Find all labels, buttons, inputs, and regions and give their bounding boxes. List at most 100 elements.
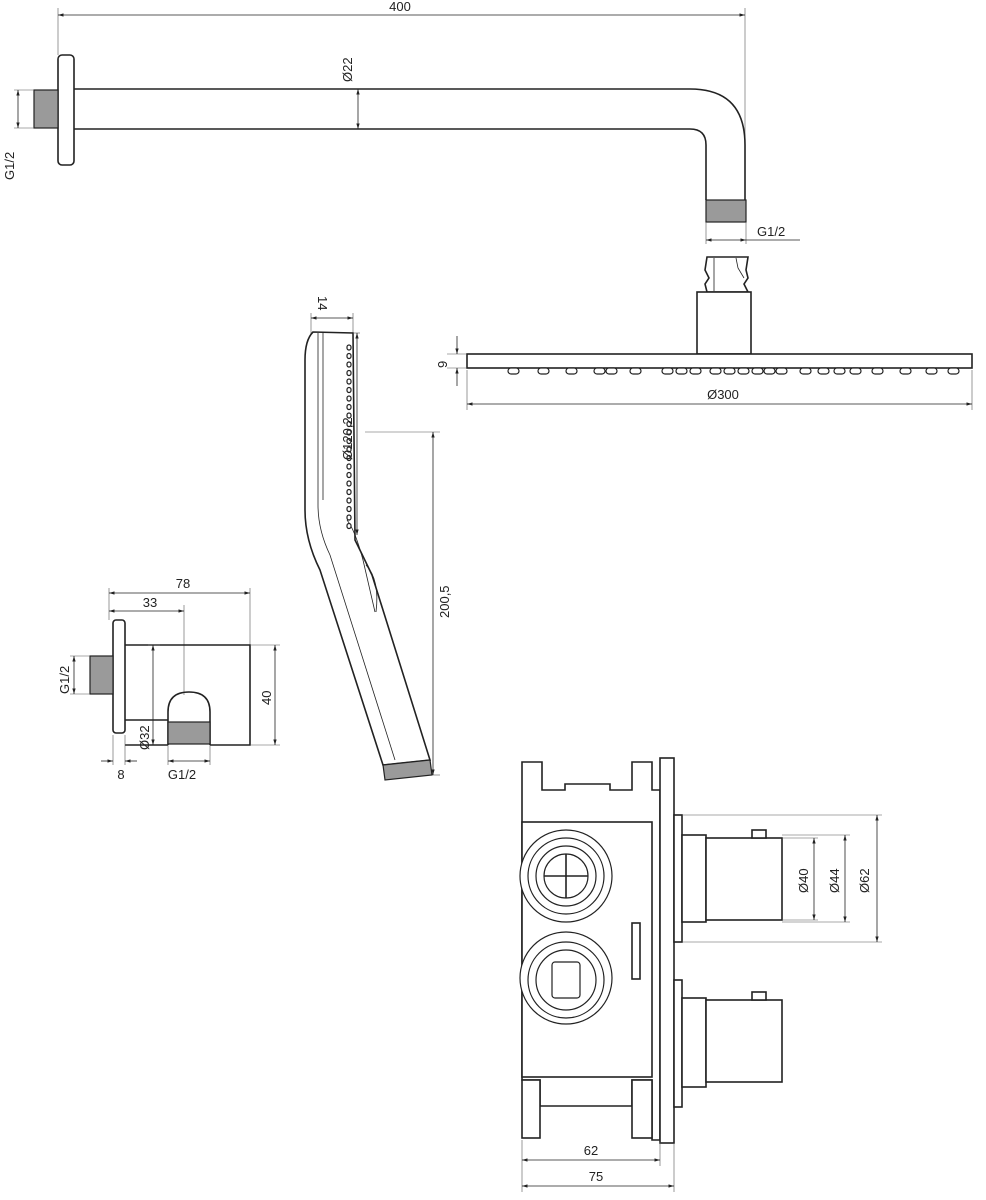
nozzle-slot <box>537 367 550 375</box>
head-diameter-label: Ø300 <box>707 387 739 402</box>
head-stem <box>696 291 752 355</box>
valve-box-clip <box>631 922 641 980</box>
hand-nozzle <box>346 446 352 453</box>
elbow-height-label: 40 <box>259 691 274 705</box>
hand-nozzle <box>346 395 352 402</box>
valve-lower-rosette <box>673 979 683 1108</box>
valve-box-ear-bottom-left <box>521 1079 541 1139</box>
nozzle-slot <box>849 367 862 375</box>
valve-upper-handle <box>705 837 783 921</box>
nozzle-slot <box>565 367 578 375</box>
hand-nozzle <box>346 437 352 445</box>
hand-nozzle <box>346 344 352 351</box>
valve-depth-75-label: 75 <box>589 1169 603 1184</box>
valve-box-frame <box>521 761 661 1141</box>
valve-port-upper-cross <box>544 854 588 898</box>
nozzle-slot <box>763 367 776 375</box>
elbow-left-thread-label: G1/2 <box>57 666 72 694</box>
nozzle-slot <box>817 367 830 375</box>
hand-nozzle <box>346 403 352 411</box>
nozzle-slot <box>709 367 722 375</box>
hand-nozzle <box>346 522 352 530</box>
nozzle-slot <box>947 367 960 375</box>
arm-wall-thread-label: G1/2 <box>2 152 17 180</box>
elbow-offset-label: 33 <box>143 595 157 610</box>
hand-nozzle <box>346 505 352 513</box>
elbow-left-thread <box>89 655 114 695</box>
hand-nozzle <box>346 420 352 428</box>
valve-depth-62-label: 62 <box>584 1143 598 1158</box>
valve-upper-rosette <box>673 814 683 943</box>
hand-shower: 14 Ø120,2 200,5 <box>304 296 452 781</box>
hand-nozzle <box>346 454 352 462</box>
valve-box-ear-bottom-right <box>631 1079 653 1139</box>
valve-port-lower-cartridge <box>551 961 581 999</box>
valve-d62-label: Ø62 <box>857 868 872 893</box>
nozzle-slot <box>675 367 688 375</box>
hand-nozzle <box>346 352 352 360</box>
hand-nozzle <box>346 514 352 521</box>
arm-diameter-label: Ø22 <box>340 57 355 82</box>
arm-wall-flange <box>57 54 75 166</box>
elbow-flange-label: 8 <box>117 767 124 782</box>
hand-length-label: 200,5 <box>437 585 452 618</box>
nozzle-slot <box>593 367 606 375</box>
nozzle-slot <box>661 367 674 375</box>
nozzle-slot <box>737 367 750 375</box>
valve-upper-sleeve <box>681 834 707 923</box>
wall-elbow: 78 33 G1/2 40 Ø32 8 <box>57 576 280 782</box>
elbow-flange <box>112 619 126 734</box>
valve-upper-marker <box>751 829 767 839</box>
nozzle-slot <box>899 367 912 375</box>
elbow-body <box>125 644 251 746</box>
hand-nozzle <box>346 412 352 419</box>
nozzle-slot <box>605 367 618 375</box>
nozzle-slot <box>871 367 884 375</box>
valve-box: Ø40 Ø44 Ø62 62 75 <box>519 757 882 1192</box>
valve-d44-label: Ø44 <box>827 868 842 893</box>
nozzle-slot <box>507 367 520 375</box>
hand-shower-body <box>304 331 432 766</box>
hand-shower-thread <box>382 759 433 781</box>
elbow-bottom-thread <box>167 721 211 745</box>
arm-outlet-thread-label: G1/2 <box>757 224 785 239</box>
hand-nozzle <box>346 361 352 368</box>
hand-nozzle <box>346 429 352 436</box>
hand-nozzle <box>346 378 352 385</box>
nozzle-slot <box>751 367 764 375</box>
valve-lower-handle <box>705 999 783 1083</box>
nozzle-slot <box>925 367 938 375</box>
valve-cover-plate <box>659 757 675 1144</box>
valve-d40-label: Ø40 <box>796 868 811 893</box>
hand-nozzle <box>346 497 352 504</box>
nozzle-slot <box>799 367 812 375</box>
hand-nozzle <box>346 463 352 470</box>
nozzle-slot <box>629 367 642 375</box>
arm-tube-outer <box>74 88 746 200</box>
hand-nozzle <box>346 480 352 487</box>
elbow-bottom-thread-label: G1/2 <box>168 767 196 782</box>
arm-wall-thread <box>33 89 59 129</box>
head-thickness-label: 9 <box>435 361 450 368</box>
hand-width-label: 14 <box>315 296 330 310</box>
valve-lower-sleeve <box>681 997 707 1088</box>
hand-nozzle <box>346 386 352 394</box>
shower-arm: 400 G1/2 Ø22 G1/2 <box>2 0 800 244</box>
hand-head-diameter-label: Ø120,2 <box>340 417 355 460</box>
elbow-outlet-diameter-label: Ø32 <box>137 725 152 750</box>
nozzle-slot <box>689 367 702 375</box>
hand-nozzle <box>346 488 352 496</box>
arm-tube-inner <box>74 128 707 200</box>
hand-nozzle <box>346 471 352 479</box>
shower-head: 9 Ø300 <box>435 256 973 410</box>
nozzle-slot <box>775 367 788 375</box>
nozzle-slot <box>833 367 846 375</box>
head-plate <box>466 353 973 369</box>
valve-lower-marker <box>751 991 767 1001</box>
nozzle-slot <box>723 367 736 375</box>
head-nozzles <box>507 367 960 375</box>
hand-nozzles <box>346 344 352 530</box>
arm-length-label: 400 <box>389 0 411 14</box>
elbow-length-label: 78 <box>176 576 190 591</box>
